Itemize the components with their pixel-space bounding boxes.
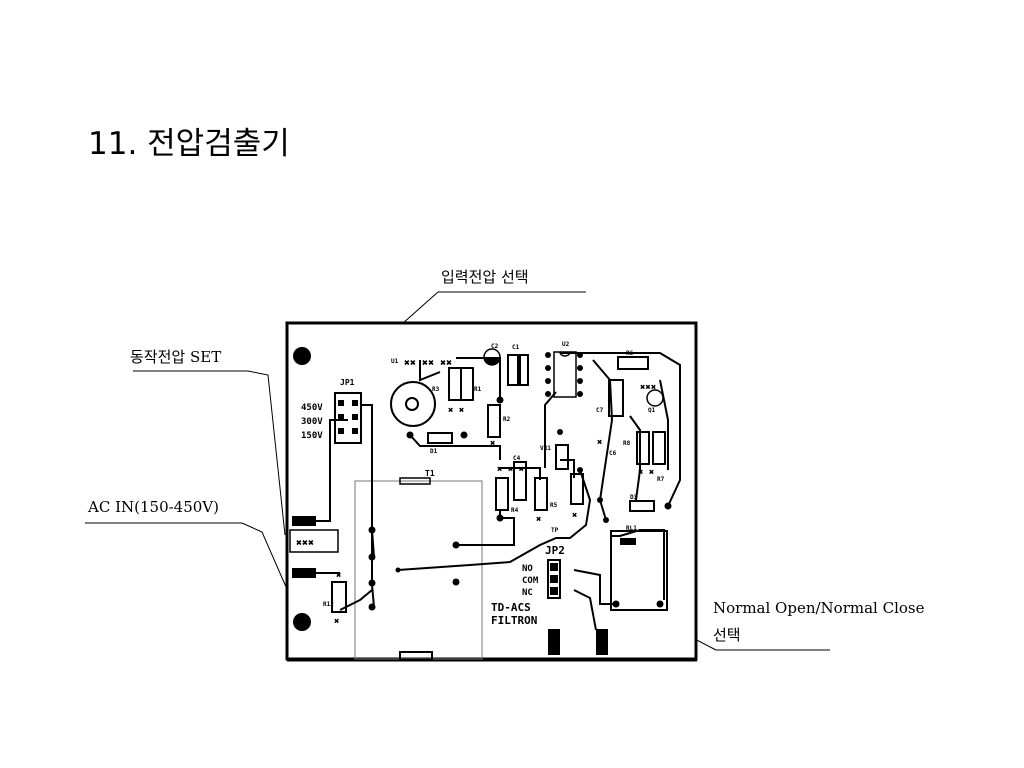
voltage-label-300: 300V [301, 417, 323, 427]
u1-component: ✖✖ ✖✖ ✖✖ [390, 358, 452, 427]
callout-no-nc-line2: 선택 [713, 626, 741, 644]
c7-label: C7 [596, 407, 604, 414]
c2-label: C2 [491, 343, 499, 350]
jp1-header [334, 392, 362, 444]
jp2-header [547, 559, 561, 599]
callout-operating-voltage: 동작전압 SET [130, 348, 222, 366]
callout-no-nc-line1: Normal Open/Normal Close [713, 599, 925, 617]
svg-text:✖: ✖ [536, 515, 541, 525]
q1-label: Q1 [648, 407, 656, 414]
r6-label: R6 [626, 350, 634, 357]
svg-text:✖✖ ✖✖ ✖✖: ✖✖ ✖✖ ✖✖ [404, 358, 452, 369]
mounting-hole-icon [293, 347, 311, 365]
svg-text:✖: ✖ [572, 511, 577, 521]
mounting-hole-icon [293, 613, 311, 631]
r2-label: R2 [503, 416, 511, 423]
u2-ic [553, 351, 577, 398]
voltage-label-150: 150V [301, 431, 323, 441]
voltage-label-450: 450V [301, 403, 323, 413]
component-pads: ✖ ✖ ✖ ✖ ✖ ✖ ✖ ✖ ✖ ✖ ✖ ✖✖✖ ✖ ✖ [334, 352, 672, 627]
r1-label: R1 [474, 386, 482, 393]
r4-label: R4 [511, 507, 519, 514]
capacitors [483, 348, 664, 407]
c4-label: C4 [513, 455, 521, 462]
tp-label: TP [551, 527, 559, 534]
c1-label: C1 [512, 344, 520, 351]
callout-ac-in: AC IN(150-450V) [88, 498, 219, 516]
r12-label: R12 [323, 601, 334, 608]
svg-text:✖: ✖ [336, 571, 341, 581]
svg-text:✖ ✖ ✖: ✖ ✖ ✖ [497, 465, 524, 475]
slide-title: 11. 전압검출기 [88, 126, 290, 162]
jp1-label: JP1 [340, 378, 355, 387]
relay-pin-com: COM [522, 576, 539, 586]
transformer-label: T1 [425, 469, 435, 478]
r8-label: R8 [623, 440, 631, 447]
c6-label: C6 [609, 450, 617, 457]
svg-text:✖: ✖ [334, 617, 339, 627]
u2-label: U2 [562, 341, 570, 348]
svg-text:✖✖✖: ✖✖✖ [640, 383, 656, 393]
relay-rl1 [610, 530, 668, 611]
svg-text:✖: ✖ [490, 439, 495, 449]
model-name-line2: FILTRON [491, 614, 537, 627]
u1-label: U1 [391, 358, 399, 365]
r7-label: R7 [657, 476, 665, 483]
resistor-group-top [331, 354, 666, 613]
relay-pin-nc: NC [522, 588, 533, 598]
vr1-label: VR1 [540, 445, 551, 452]
svg-text:✖ ✖: ✖ ✖ [638, 468, 654, 478]
r5-label: R5 [550, 502, 558, 509]
svg-text:✖: ✖ [597, 438, 602, 448]
callout-input-voltage: 입력전압 선택 [441, 268, 529, 286]
relay-pin-no: NO [522, 564, 533, 574]
rl1-label: RL1 [626, 525, 637, 532]
r3-label: R3 [432, 386, 440, 393]
d3-label: D3 [630, 494, 638, 501]
svg-text:✖✖✖: ✖✖✖ [296, 538, 314, 549]
svg-text:✖ ✖: ✖ ✖ [448, 406, 464, 416]
jp2-label: JP2 [545, 544, 565, 557]
model-name-line1: TD-ACS [491, 601, 531, 614]
d1-label: D1 [430, 448, 438, 455]
